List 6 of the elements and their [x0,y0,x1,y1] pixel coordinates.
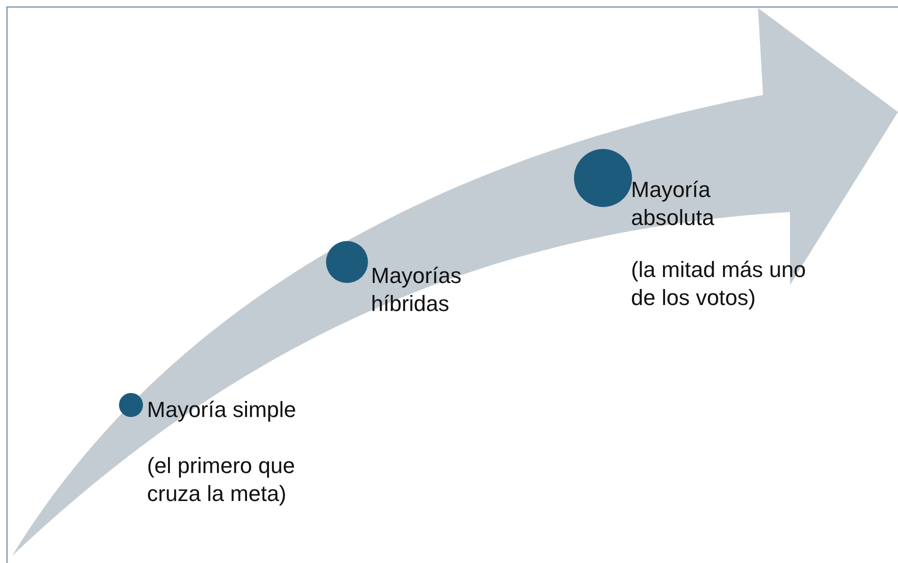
stage-description: (la mitad más uno de los votos) [631,256,807,312]
circle-marker [119,393,143,417]
stage-title: Mayoría absoluta [631,176,716,232]
stage-description: (el primero que cruza la meta) [147,452,296,508]
stage-title: Mayorías híbridas [371,262,462,318]
stage-title: Mayoría simple [147,396,298,424]
